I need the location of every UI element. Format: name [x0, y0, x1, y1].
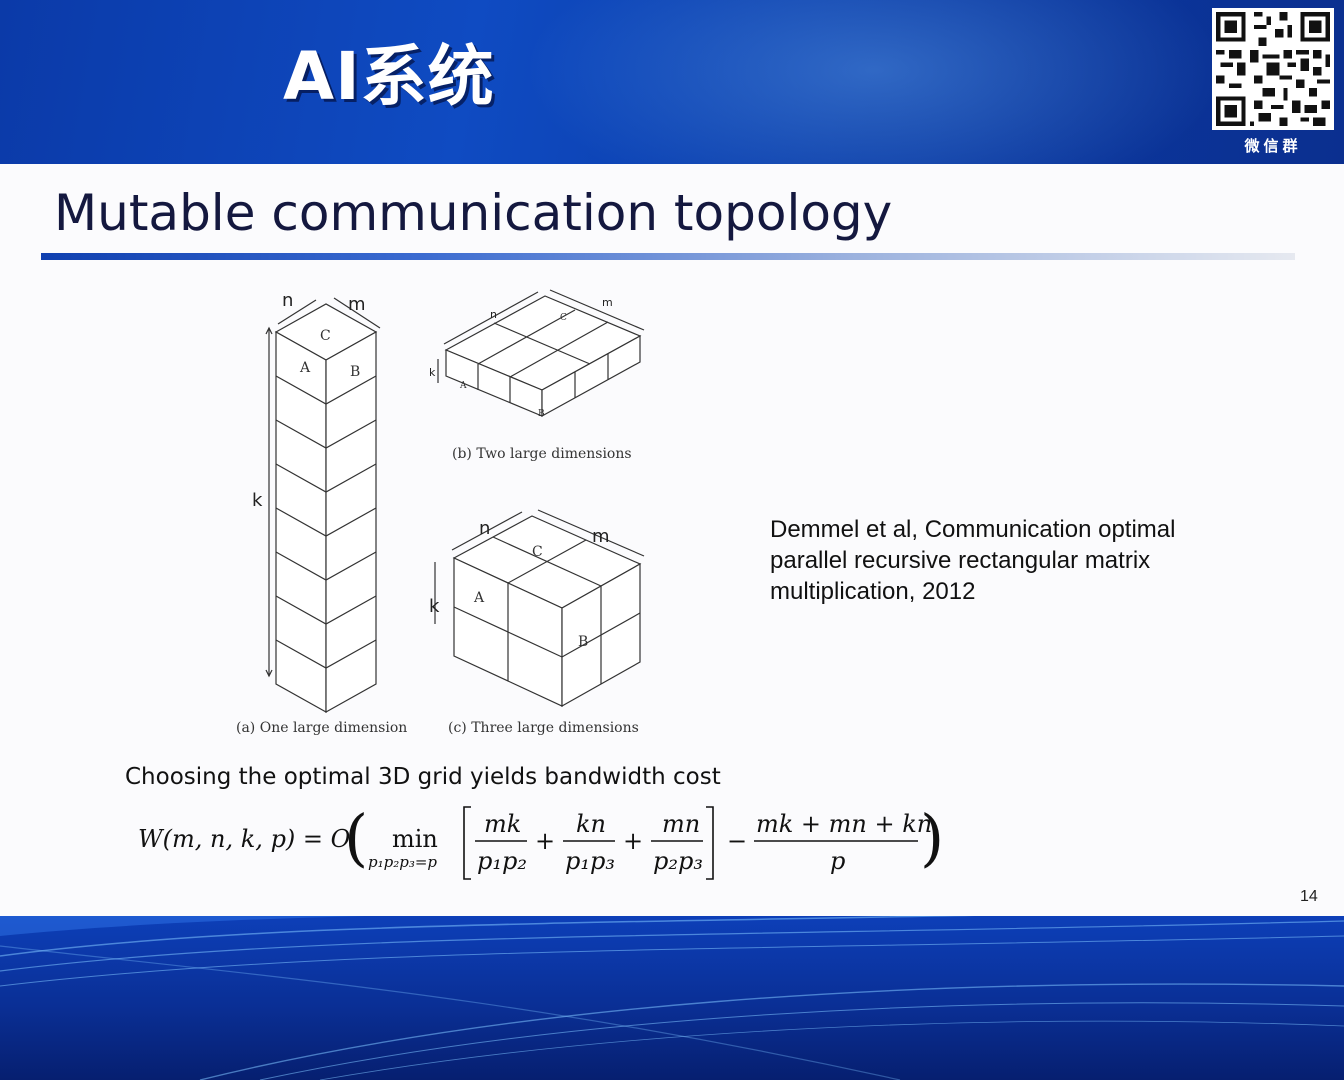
formula-bracket-close	[706, 806, 714, 880]
matrix-grid-figure: n m k C A B n m k C A B n m k C A B (a) …	[236, 289, 645, 736]
brand-title: AI系统	[283, 38, 495, 115]
formula-t1-den: p₁p₂	[477, 847, 527, 875]
fig-b-c-label: C	[560, 313, 567, 323]
formula-t4-num: mk + mn + kn	[756, 810, 932, 838]
caption-c: (c) Three large dimensions	[448, 720, 639, 736]
fig-a-c-label: C	[320, 328, 331, 344]
formula-t4-den: p	[830, 847, 845, 875]
fig-a-m-label: m	[348, 294, 366, 315]
fig-b-b-label: B	[538, 409, 545, 419]
fig-b-a-label: A	[459, 381, 467, 391]
fig-c-n-label: n	[479, 518, 490, 539]
figure-b-box	[437, 289, 645, 418]
citation-text: Demmel et al, Communication optimal para…	[770, 516, 1176, 605]
bottom-wave-decoration	[0, 916, 1344, 1080]
slide: Mutable communication topology	[0, 164, 1344, 916]
formula-plus-2: +	[623, 827, 643, 855]
fig-a-k-label: k	[252, 490, 263, 511]
fig-b-n-label: n	[490, 308, 497, 321]
formula-minus: −	[727, 827, 747, 855]
formula-t3-num: mn	[662, 810, 700, 838]
banner-glow	[524, 0, 1224, 164]
fig-c-k-label: k	[429, 596, 440, 617]
formula-min-sub: p₁p₂p₃=p	[368, 853, 437, 871]
fig-a-b-label: B	[350, 364, 360, 380]
qr-label: 微信群	[1244, 137, 1302, 155]
formula-paren-close: )	[920, 801, 944, 874]
top-banner: AI系统 微信群	[0, 0, 1344, 164]
fig-c-c-label: C	[532, 544, 543, 560]
formula-lhs: W(m, n, k, p) = O	[138, 825, 351, 853]
formula-bracket-open	[463, 806, 471, 880]
bandwidth-formula: W(m, n, k, p) = O ( min p₁p₂p₃=p mk p₁p₂…	[138, 801, 944, 880]
fig-a-n-label: n	[282, 290, 293, 311]
title-rule	[41, 253, 1295, 260]
fig-c-m-label: m	[592, 526, 610, 547]
formula-t3-den: p₂p₃	[653, 847, 703, 875]
figure-c-cube	[434, 509, 645, 708]
fig-b-k-label: k	[429, 366, 436, 379]
formula-paren-open: (	[344, 801, 368, 874]
formula-lead: Choosing the optimal 3D grid yields band…	[125, 764, 721, 790]
figure-a-column	[265, 297, 381, 714]
fig-a-a-label: A	[299, 360, 311, 376]
page-number: 14	[1300, 888, 1318, 905]
caption-b: (b) Two large dimensions	[452, 446, 632, 462]
slide-title: Mutable communication topology	[54, 184, 893, 242]
fig-c-b-label: B	[578, 634, 588, 650]
formula-t1-num: mk	[484, 810, 521, 838]
formula-t2-den: p₁p₃	[565, 847, 615, 875]
caption-a: (a) One large dimension	[236, 720, 407, 736]
fig-c-a-label: A	[473, 590, 485, 606]
formula-plus-1: +	[535, 827, 555, 855]
formula-min: min	[392, 825, 438, 853]
formula-t2-num: kn	[576, 810, 606, 838]
fig-b-m-label: m	[602, 296, 613, 309]
bottom-banner	[0, 916, 1344, 1080]
qr-code-image	[1212, 8, 1334, 130]
